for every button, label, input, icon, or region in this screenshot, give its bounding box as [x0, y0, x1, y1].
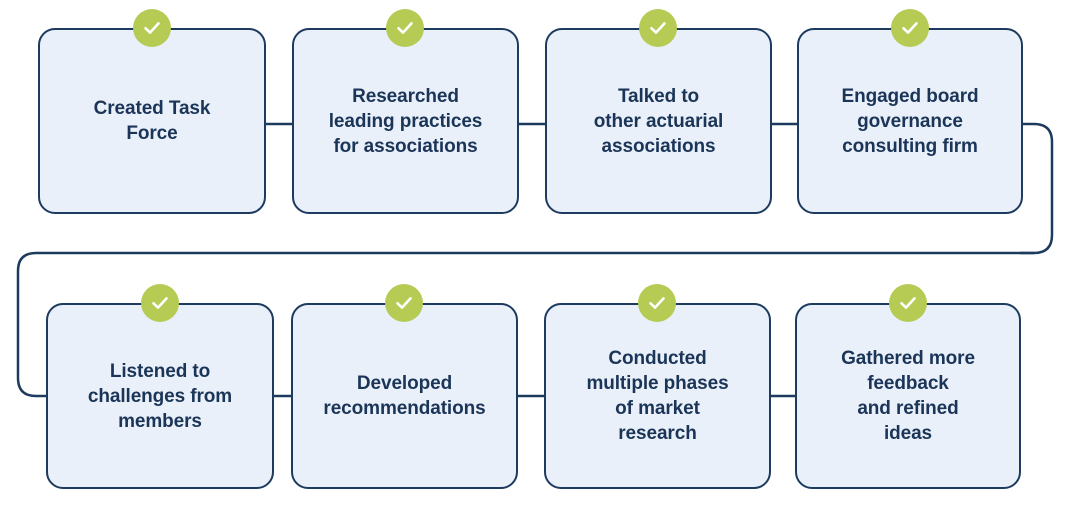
step-card-label: Researched leading practices for associa… [328, 85, 483, 157]
connector-wrap-left [16, 251, 47, 398]
step-6-check-circle-icon [385, 284, 423, 322]
step-card-6[interactable]: Developed recommendations [291, 303, 518, 489]
check-icon [397, 22, 413, 34]
step-7-check-circle-icon [638, 284, 676, 322]
step-2-check-circle-icon [386, 9, 424, 47]
step-card-8[interactable]: Gathered more feedback and refined ideas [795, 303, 1021, 489]
step-1-check-circle-icon [133, 9, 171, 47]
check-icon [396, 297, 412, 309]
step-card-5[interactable]: Listened to challenges from members [46, 303, 274, 489]
step-card-2[interactable]: Researched leading practices for associa… [292, 28, 519, 214]
step-card-3[interactable]: Talked to other actuarial associations [545, 28, 772, 214]
step-card-label: Developed recommendations [323, 373, 486, 419]
step-card-4[interactable]: Engaged board governance consulting firm [797, 28, 1023, 214]
step-card-1[interactable]: Created Task Force [38, 28, 266, 214]
connector-wrap-right [1020, 122, 1054, 255]
step-card-label: Gathered more feedback and refined ideas [841, 348, 975, 444]
check-icon [650, 22, 666, 34]
check-icon [152, 297, 168, 309]
step-card-label: Talked to other actuarial associations [593, 85, 724, 157]
step-8-check-circle-icon [889, 284, 927, 322]
check-icon [144, 22, 160, 34]
check-icon [649, 297, 665, 309]
step-5-check-circle-icon [141, 284, 179, 322]
step-card-7[interactable]: Conducted multiple phases of market rese… [544, 303, 771, 489]
step-card-label: Created Task Force [93, 98, 211, 144]
step-card-label: Conducted multiple phases of market rese… [586, 348, 729, 444]
check-icon [902, 22, 918, 34]
step-4-check-circle-icon [891, 9, 929, 47]
step-card-label: Engaged board governance consulting firm [841, 85, 979, 157]
step-card-label: Listened to challenges from members [87, 360, 233, 432]
check-icon [900, 297, 916, 309]
step-3-check-circle-icon [639, 9, 677, 47]
